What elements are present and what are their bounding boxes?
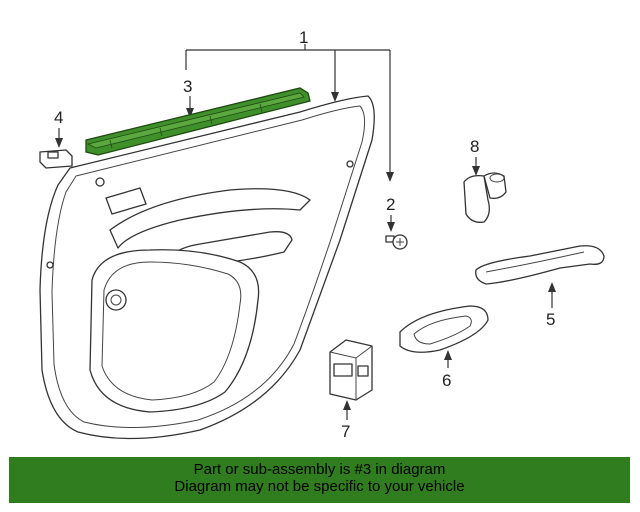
part-1-door-trim-panel <box>39 95 375 440</box>
banner-line-2: Diagram may not be specific to your vehi… <box>174 478 465 495</box>
callout-5-label: 5 <box>546 310 555 329</box>
callout-1-leader <box>185 44 394 182</box>
callout-3-leader <box>186 96 194 118</box>
callout-6-label: 6 <box>442 371 451 390</box>
callout-7-label: 7 <box>341 422 350 441</box>
callout-1-label: 1 <box>299 28 308 47</box>
callout-7-leader <box>343 400 351 420</box>
part-2-screw <box>385 234 408 250</box>
part-7-window-switch <box>329 339 373 401</box>
callout-4-leader <box>55 128 63 148</box>
parts-diagram: 1 3 4 <box>39 28 605 441</box>
callout-2-label: 2 <box>386 195 395 214</box>
part-5-pull-handle <box>475 245 605 285</box>
part-6-bezel <box>399 305 489 353</box>
callout-2-leader <box>387 215 395 232</box>
callout-4-label: 4 <box>54 108 63 127</box>
callout-8-leader <box>472 157 480 176</box>
callout-6-leader <box>444 350 452 368</box>
part-3-belt-molding <box>85 87 311 156</box>
callout-3-label: 3 <box>183 77 192 96</box>
part-8-handle-bracket <box>463 172 507 223</box>
callout-8-label: 8 <box>470 137 479 156</box>
part-4-clip <box>39 149 73 169</box>
callout-5-leader <box>548 282 556 308</box>
info-banner: Part or sub-assembly is #3 in diagram Di… <box>9 457 630 503</box>
banner-line-1: Part or sub-assembly is #3 in diagram <box>193 461 446 478</box>
